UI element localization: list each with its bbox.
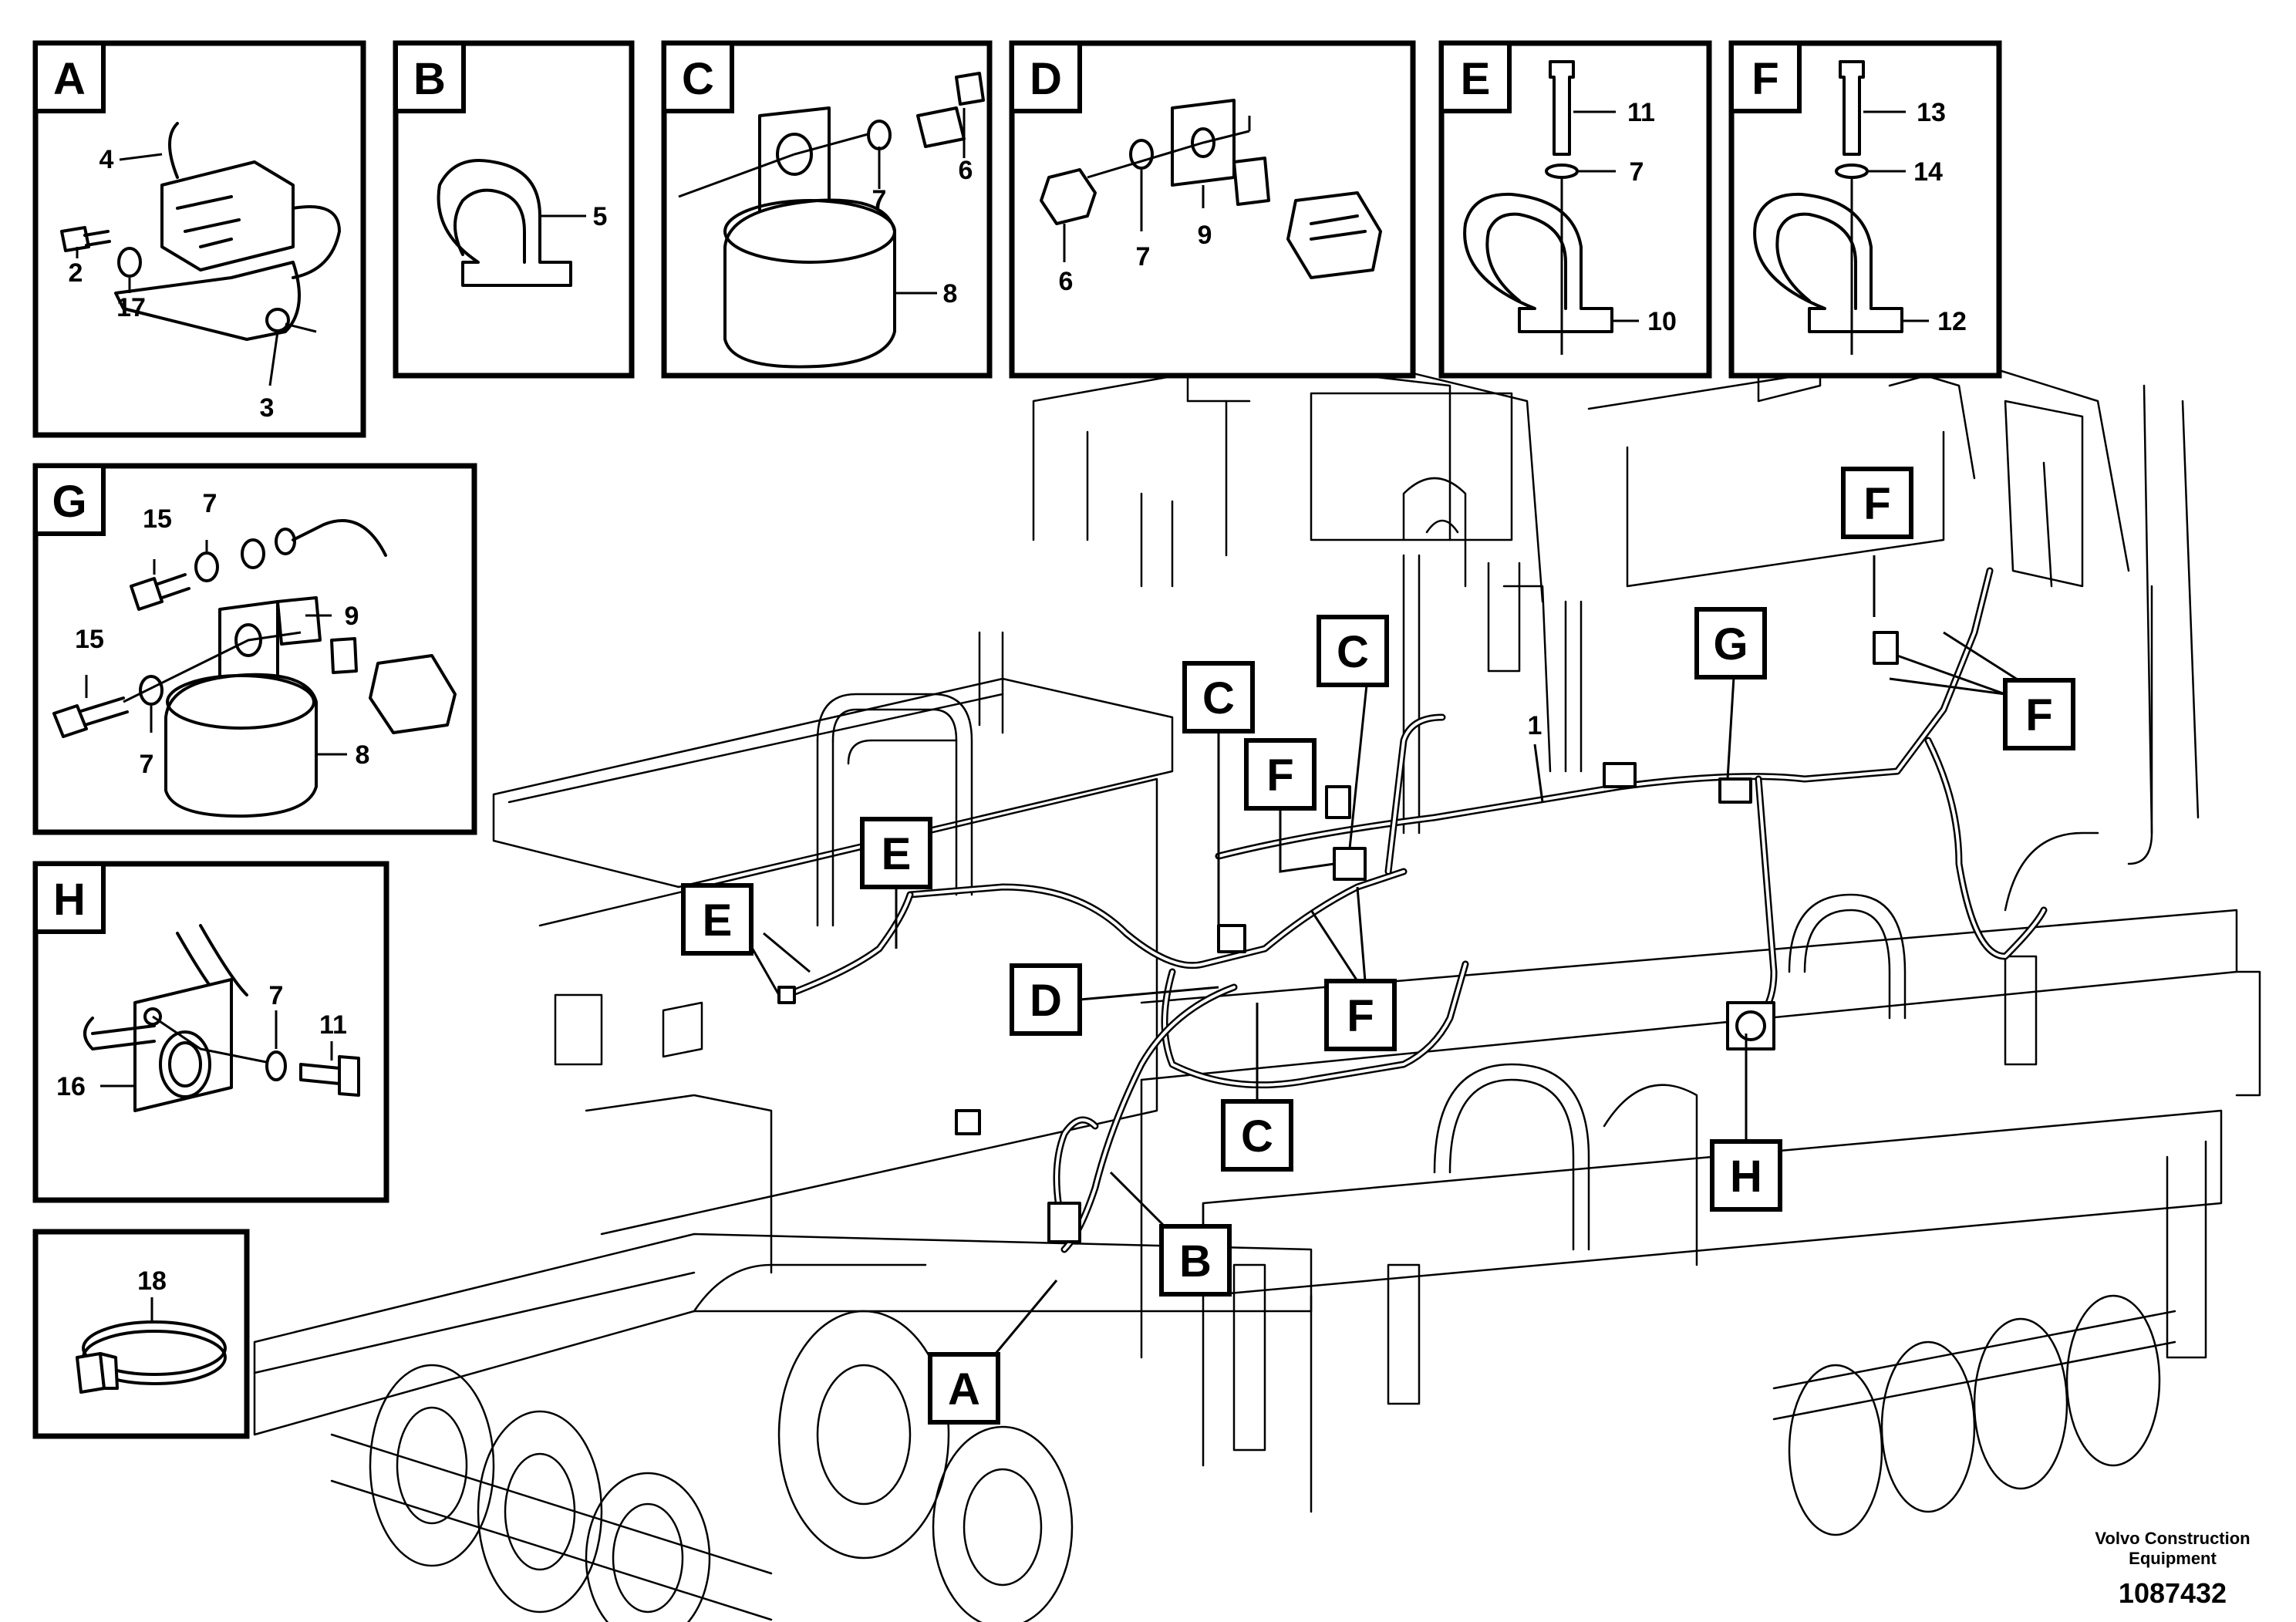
inset-f: F 13 14 12 — [1728, 40, 2002, 379]
inset-g-num-7-top: 7 — [203, 489, 217, 518]
inset-g-num-15-top: 15 — [143, 504, 172, 534]
brand-line-2: Equipment — [2129, 1549, 2217, 1568]
inset-d-label: D — [1030, 54, 1062, 104]
drawing-number: 1087432 — [2119, 1577, 2227, 1609]
callout-c-upper-left: C — [1182, 661, 1255, 733]
inset-cable-tie-num-18: 18 — [137, 1266, 167, 1296]
svg-text:F: F — [1266, 750, 1293, 801]
svg-text:F: F — [1347, 991, 1374, 1041]
footer: Volvo Construction Equipment 1087432 — [2095, 1529, 2250, 1609]
inset-a: A 4 2 17 3 — [32, 40, 366, 438]
inset-g-num-15-bottom: 15 — [75, 625, 104, 654]
brand-line-1: Volvo Construction — [2095, 1529, 2250, 1548]
machine-line-art — [253, 330, 2261, 1622]
inset-a-num-2: 2 — [69, 258, 83, 288]
svg-text:A: A — [948, 1364, 980, 1415]
inset-f-num-14: 14 — [1913, 157, 1943, 187]
callout-f-right: F — [2003, 678, 2075, 750]
callout-e-middle: E — [860, 817, 932, 889]
wiring-harness — [777, 567, 2048, 1253]
svg-text:C: C — [1241, 1111, 1273, 1162]
svg-text:D: D — [1030, 976, 1062, 1026]
inset-b: B 5 — [393, 40, 635, 379]
callout-a: A — [928, 1352, 1000, 1425]
callout-c-lower: C — [1221, 1099, 1293, 1172]
callout-f-top: F — [1841, 467, 1913, 539]
inset-c-num-8: 8 — [943, 279, 958, 309]
inset-f-label: F — [1752, 54, 1778, 104]
inset-h: H 7 11 16 — [32, 861, 389, 1203]
svg-text:C: C — [1337, 627, 1369, 677]
inset-h-label: H — [53, 875, 86, 925]
inset-b-label: B — [413, 54, 446, 104]
inset-f-num-13: 13 — [1917, 98, 1946, 127]
callout-tags: F C G C F F — [681, 467, 2075, 1425]
inset-h-num-11: 11 — [319, 1010, 347, 1040]
svg-text:B: B — [1179, 1236, 1212, 1286]
inset-g-num-8: 8 — [356, 740, 370, 770]
svg-text:G: G — [1713, 619, 1748, 669]
inset-c: C 7 6 8 — [661, 40, 993, 379]
callout-c-upper-right: C — [1317, 615, 1389, 687]
inset-d: D 6 7 9 — [1009, 40, 1416, 379]
callout-e-left: E — [681, 883, 754, 956]
inset-d-num-9: 9 — [1198, 221, 1212, 250]
inset-g-num-9: 9 — [345, 602, 359, 631]
inset-g-num-7-bottom: 7 — [140, 750, 154, 779]
inset-a-label: A — [53, 54, 86, 104]
svg-text:F: F — [2025, 690, 2052, 740]
svg-text:H: H — [1730, 1152, 1762, 1202]
svg-text:E: E — [703, 895, 733, 946]
inset-e-label: E — [1461, 54, 1491, 104]
inset-e-num-11: 11 — [1627, 98, 1655, 127]
main-part-number: 1 — [1528, 711, 1542, 740]
inset-b-num-5: 5 — [593, 202, 608, 231]
inset-h-num-7: 7 — [269, 981, 284, 1010]
inset-a-num-4: 4 — [99, 145, 114, 174]
inset-e-num-10: 10 — [1647, 307, 1677, 336]
inset-a-num-3: 3 — [260, 393, 275, 423]
callout-b: B — [1159, 1224, 1232, 1297]
auger-left — [330, 1310, 1074, 1622]
inset-e: E 11 7 10 — [1438, 40, 1712, 379]
svg-text:E: E — [882, 829, 912, 879]
callout-f-middle: F — [1244, 738, 1317, 811]
svg-text:F: F — [1863, 479, 1890, 529]
inset-a-num-17: 17 — [116, 293, 146, 322]
inset-h-num-16: 16 — [56, 1072, 86, 1101]
inset-e-num-7: 7 — [1630, 157, 1644, 187]
inset-g-label: G — [52, 477, 86, 527]
inset-c-num-7: 7 — [872, 185, 887, 214]
auger-right — [1772, 1294, 2176, 1536]
inset-cable-tie: 18 — [32, 1229, 250, 1439]
inset-c-label: C — [682, 54, 714, 104]
inset-f-num-12: 12 — [1937, 307, 1967, 336]
callout-h: H — [1710, 1139, 1782, 1212]
callout-f-lower: F — [1324, 979, 1397, 1051]
callout-d: D — [1010, 963, 1082, 1036]
inset-d-num-6: 6 — [1059, 267, 1074, 296]
callout-g: G — [1694, 607, 1767, 679]
inset-d-num-7: 7 — [1136, 242, 1151, 271]
inset-c-num-6: 6 — [959, 156, 973, 185]
inset-g: G 15 7 15 9 7 8 — [32, 463, 477, 835]
svg-text:C: C — [1202, 673, 1235, 723]
